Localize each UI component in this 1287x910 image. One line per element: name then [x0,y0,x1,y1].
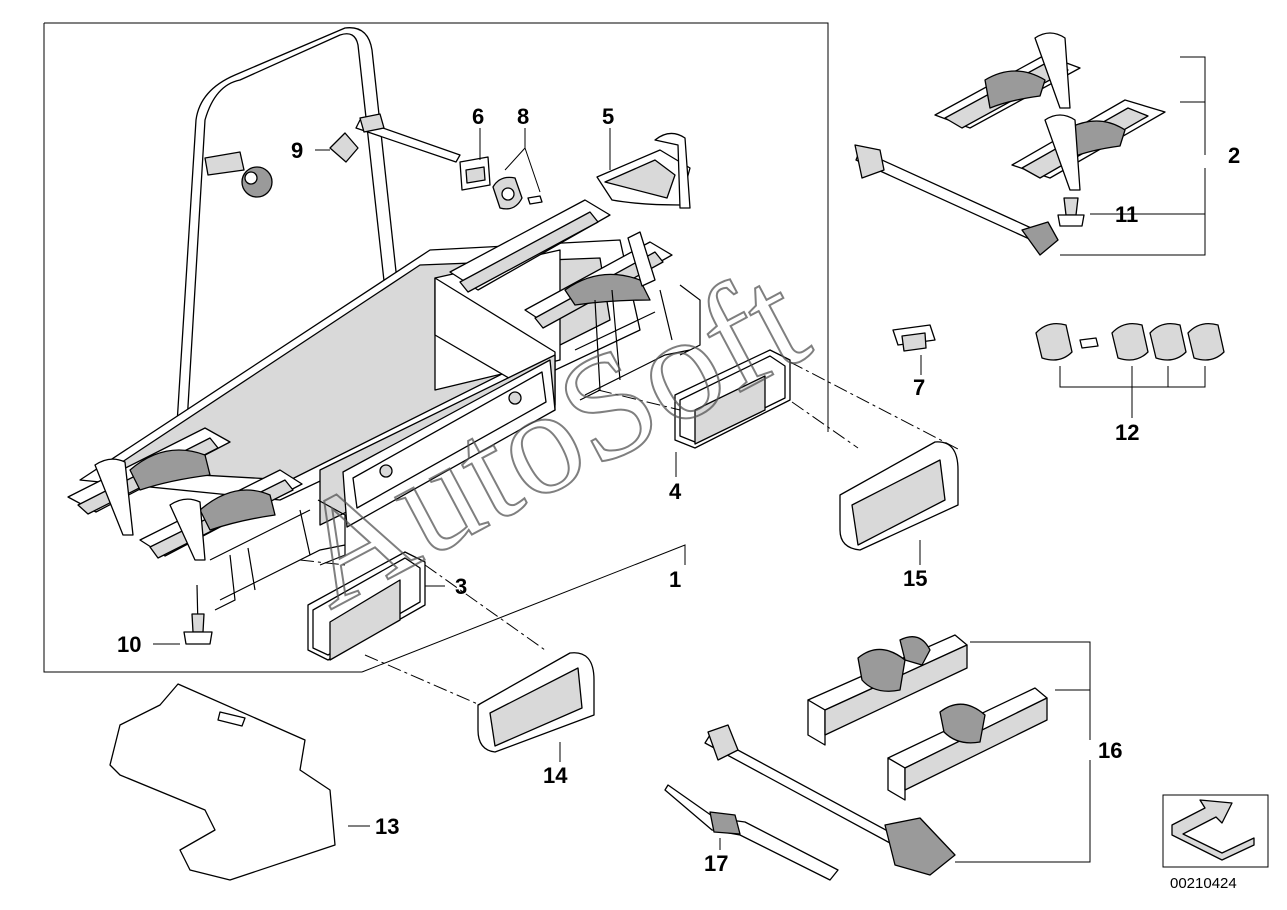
light-unit-left [307,551,426,661]
arrow-icon-box [1162,794,1269,868]
alignment-lines [299,361,961,706]
leader-lines [153,56,1206,863]
cover-sheet [109,683,336,881]
lock-cylinder-and-key [492,176,543,210]
wheel-rails-kit-lower [704,634,1048,876]
wheel-holder-part [596,132,691,209]
callout-14: 14 [543,763,568,788]
callout-10: 10 [117,632,141,657]
callout-5: 5 [602,104,614,129]
wing-bolt-bottom [183,584,213,645]
callout-8: 8 [517,104,529,129]
callout-16: 16 [1098,738,1122,763]
lock-set [1035,322,1225,361]
tail-light-right [839,441,959,551]
callout-4: 4 [669,479,682,504]
callout-12: 12 [1115,420,1139,445]
callout-17: 17 [704,851,728,876]
light-unit-right [674,349,791,449]
callout-6: 6 [472,104,484,129]
bike-carrier-assembly [67,27,701,611]
small-bracket-part [329,132,359,163]
document-number: 00210424 [1170,875,1237,892]
wing-bolt-top [1057,197,1085,227]
callout-7: 7 [913,375,925,400]
clip-part-7 [892,324,936,352]
wheel-rails-kit [854,32,1166,256]
callout-13: 13 [375,814,399,839]
clip-part [459,156,491,191]
callout-3: 3 [455,574,467,599]
callout-11: 11 [1115,202,1138,227]
strap [664,784,839,881]
direction-arrow-icon [1171,799,1255,861]
callout-2: 2 [1228,143,1240,168]
assembly-frame-box [43,22,829,673]
callout-9: 9 [291,138,303,163]
tail-light-left [477,652,595,753]
callout-15: 15 [903,566,927,591]
callout-1: 1 [669,567,681,592]
